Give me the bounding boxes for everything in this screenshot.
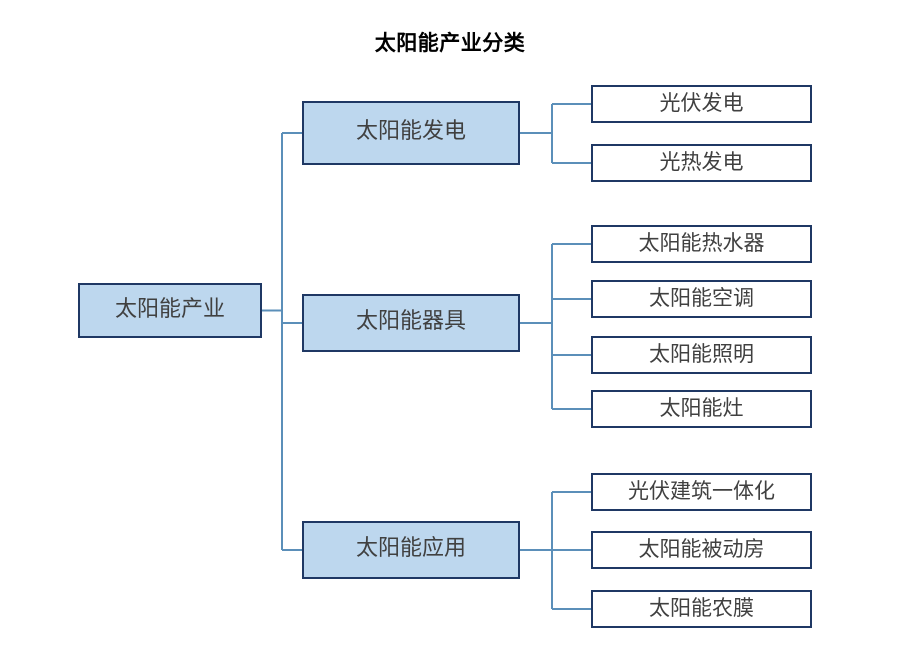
- node-root[interactable]: 太阳能产业: [78, 283, 262, 338]
- node-leaf-2-0-label: 光伏建筑一体化: [628, 478, 775, 503]
- node-branch-2[interactable]: 太阳能应用: [302, 521, 520, 579]
- node-branch-0-label: 太阳能发电: [355, 119, 466, 144]
- node-leaf-1-2[interactable]: 太阳能照明: [591, 336, 812, 374]
- node-leaf-1-3-label: 太阳能灶: [659, 395, 744, 420]
- node-leaf-1-0[interactable]: 太阳能热水器: [591, 225, 812, 263]
- node-branch-0[interactable]: 太阳能发电: [302, 101, 520, 165]
- node-branch-2-label: 太阳能应用: [355, 536, 466, 561]
- node-root-label: 太阳能产业: [114, 296, 225, 322]
- page-title: 太阳能产业分类: [374, 31, 526, 55]
- node-leaf-0-1-label: 光热发电: [659, 149, 744, 174]
- node-leaf-0-0[interactable]: 光伏发电: [591, 85, 812, 123]
- node-branch-1[interactable]: 太阳能器具: [302, 294, 520, 352]
- node-leaf-2-2-label: 太阳能农膜: [649, 595, 754, 620]
- node-leaf-2-1[interactable]: 太阳能被动房: [591, 531, 812, 569]
- node-leaf-0-1[interactable]: 光热发电: [591, 144, 812, 182]
- node-leaf-1-3[interactable]: 太阳能灶: [591, 390, 812, 428]
- node-leaf-0-0-label: 光伏发电: [659, 90, 744, 115]
- node-leaf-2-0[interactable]: 光伏建筑一体化: [591, 473, 812, 511]
- node-leaf-2-1-label: 太阳能被动房: [638, 536, 765, 561]
- node-leaf-1-2-label: 太阳能照明: [649, 341, 754, 366]
- node-leaf-1-1[interactable]: 太阳能空调: [591, 280, 812, 318]
- node-branch-1-label: 太阳能器具: [355, 309, 466, 334]
- node-leaf-1-1-label: 太阳能空调: [649, 285, 754, 310]
- node-leaf-2-2[interactable]: 太阳能农膜: [591, 590, 812, 628]
- node-leaf-1-0-label: 太阳能热水器: [638, 230, 765, 255]
